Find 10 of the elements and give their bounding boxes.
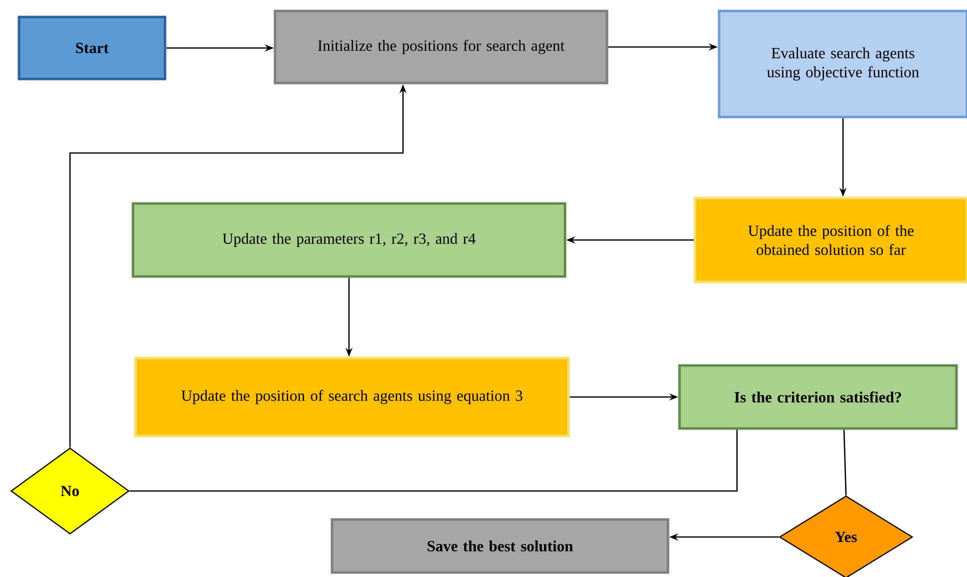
- start-box: Start: [18, 16, 166, 80]
- connector-line: [130, 430, 738, 492]
- connector-line: [843, 430, 847, 496]
- end-box: Save the best solution: [330, 518, 670, 574]
- process-box: Update the parameters r1, r2, r3, and r4: [132, 202, 566, 278]
- decision-box: Is the criterion satisfied?: [678, 364, 958, 430]
- process-box: Evaluate search agents using objective function: [718, 10, 967, 118]
- process-box: Update the position of the obtained solution so far: [694, 196, 967, 284]
- process-box: Update the position of search agents using equation 3: [134, 356, 570, 438]
- process-box: Initialize the positions for search agent: [274, 10, 608, 84]
